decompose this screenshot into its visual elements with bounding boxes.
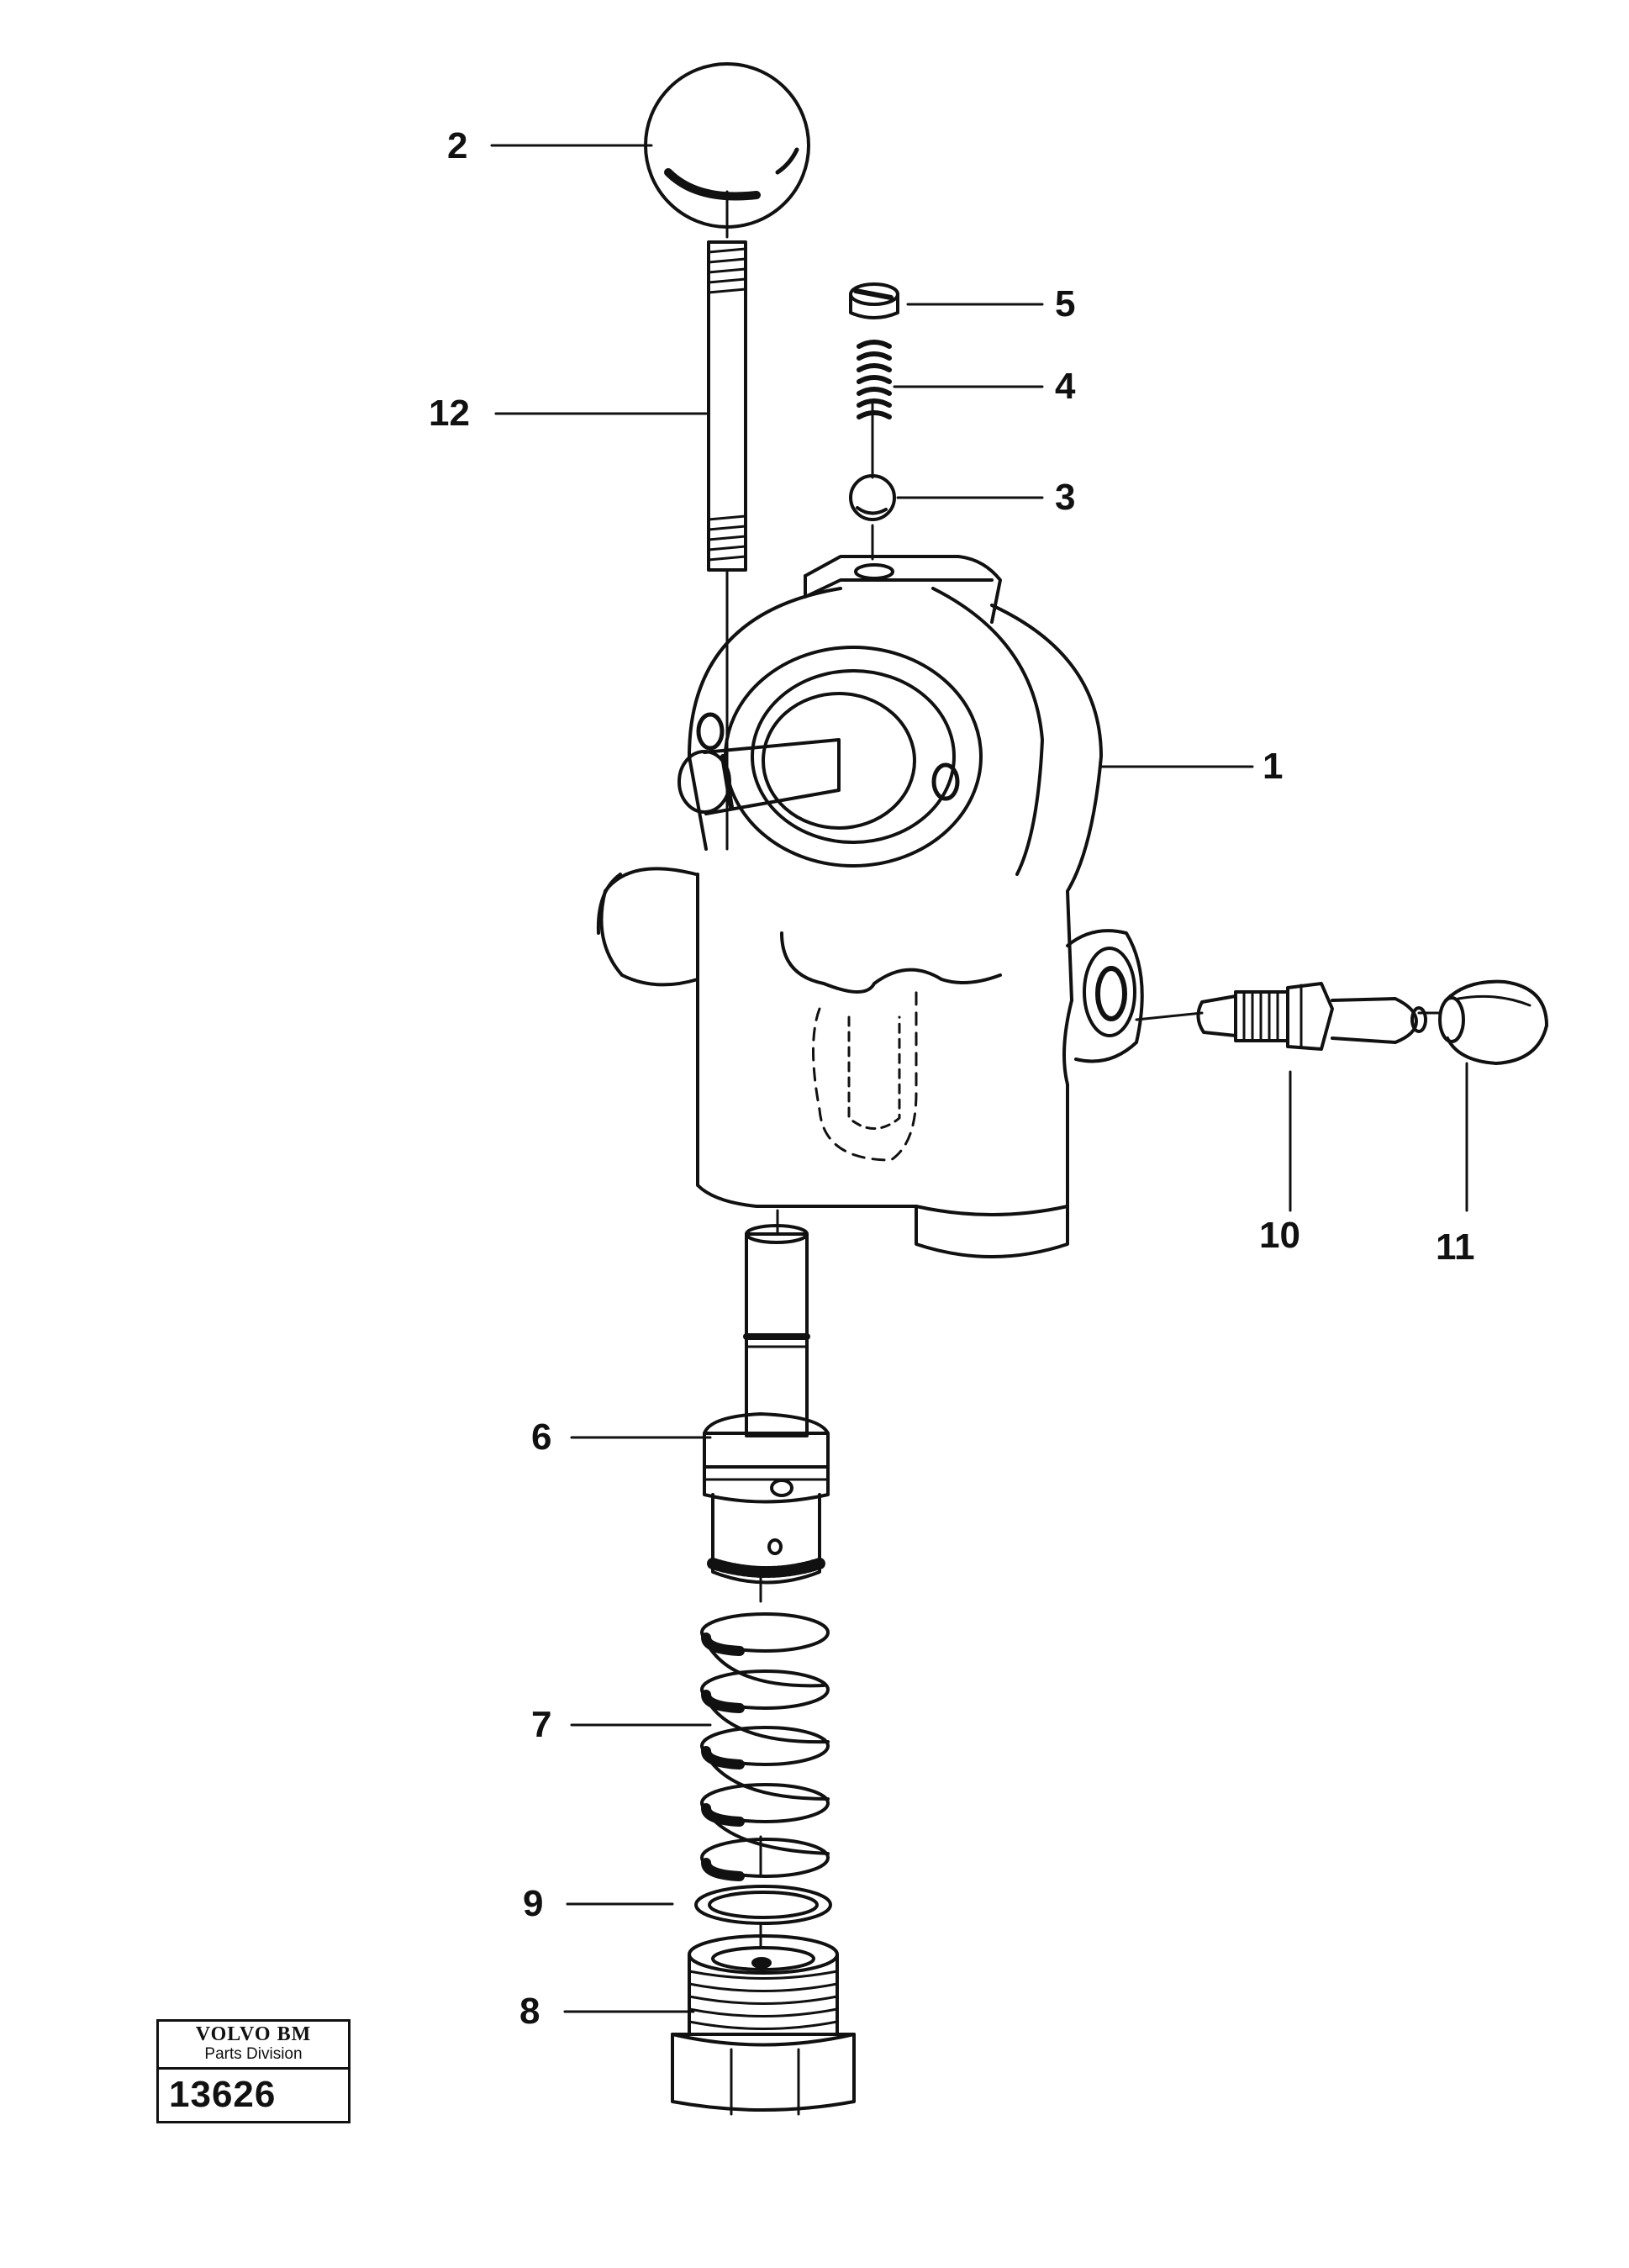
part-8-plug — [671, 1934, 856, 2116]
callout-11: 11 — [1436, 1226, 1475, 1268]
callout-5: 5 — [1055, 283, 1076, 324]
part-12-rod — [707, 240, 747, 851]
part-6-plunger — [703, 1224, 830, 1585]
part-5-screw — [849, 282, 899, 319]
part-11-cap — [1438, 979, 1548, 1065]
part-4-spring — [857, 340, 892, 419]
parts-catalog-stamp: VOLVO BM Parts Division 13626 — [156, 2019, 351, 2123]
callout-3: 3 — [1055, 477, 1076, 518]
stamp-divider — [159, 2067, 348, 2070]
callout-9: 9 — [523, 1883, 544, 1924]
part-7-spring — [700, 1612, 830, 1881]
callout-8: 8 — [519, 1991, 540, 2032]
part-3-ball — [849, 474, 896, 521]
callout-4: 4 — [1055, 366, 1076, 407]
callout-12: 12 — [429, 393, 470, 434]
part-1-housing — [596, 555, 1144, 1258]
callout-7: 7 — [531, 1704, 552, 1745]
stamp-division: Parts Division — [204, 2045, 303, 2063]
stamp-brand: VOLVO BM — [195, 2023, 312, 2045]
callout-1: 1 — [1263, 746, 1284, 787]
callout-2: 2 — [447, 125, 468, 166]
part-10-fitting — [1196, 982, 1427, 1051]
callout-10: 10 — [1259, 1215, 1300, 1256]
leader-lines — [490, 144, 1468, 2013]
part-2-knob — [644, 62, 810, 229]
stamp-illustration-number: 13626 — [169, 2074, 277, 2115]
part-9-washer — [694, 1885, 832, 1925]
callout-6: 6 — [531, 1416, 552, 1458]
